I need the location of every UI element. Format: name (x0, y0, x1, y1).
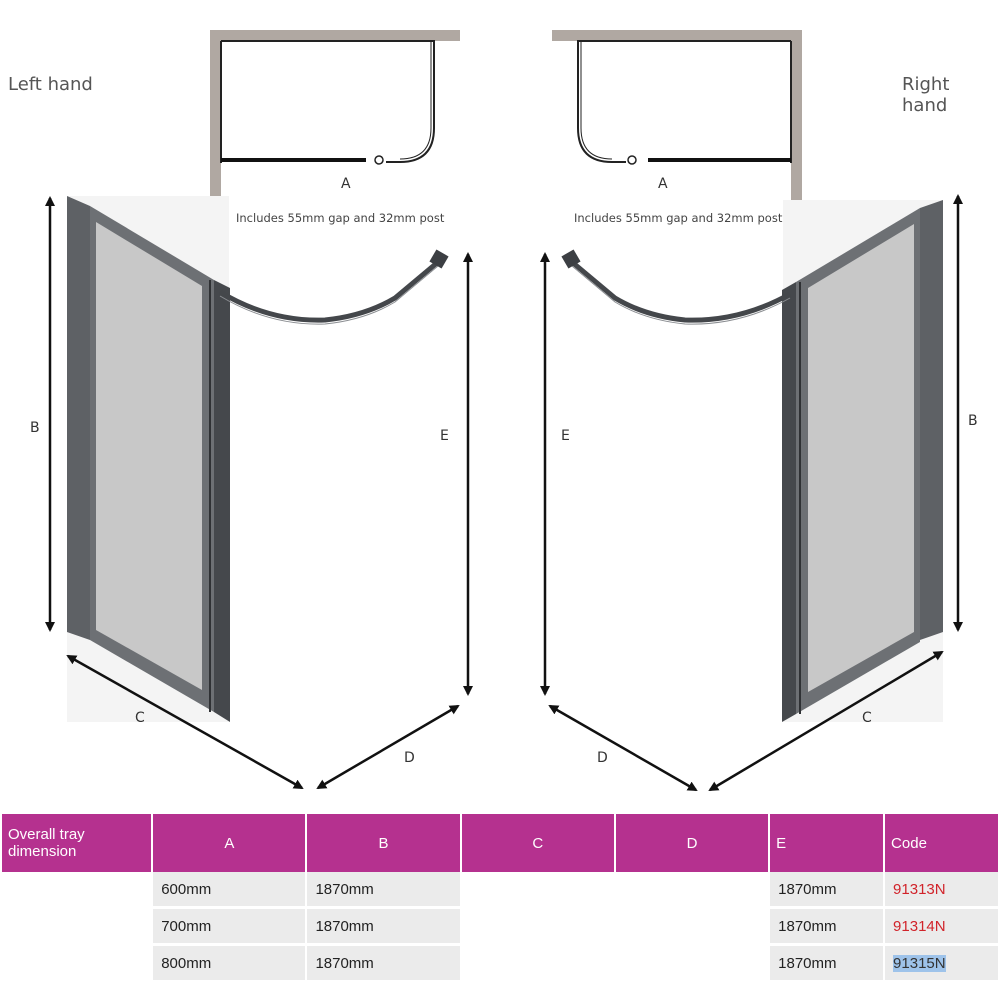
right-plan-view (552, 30, 802, 206)
table-row: 600mm 1870mm 1870mm 91313N (2, 872, 998, 909)
cell-d (615, 909, 769, 946)
code-highlighted: 91315N (893, 954, 946, 972)
dimensions-table: Overall tray dimension A B C D E Code 60… (0, 814, 1000, 983)
header-c: C (461, 814, 614, 872)
left-hand-label: Left hand (8, 74, 93, 95)
plan-dim-a-left: A (341, 176, 351, 192)
cell-a: 600mm (153, 872, 306, 909)
cell-a: 700mm (153, 909, 306, 946)
dim-d-right: D (597, 750, 608, 766)
dim-d-left: D (404, 750, 415, 766)
cell-c (461, 872, 614, 909)
cell-e: 1870mm (770, 872, 884, 909)
table-row: 700mm 1870mm 1870mm 91314N (2, 909, 998, 946)
plan-note-right: Includes 55mm gap and 32mm post (574, 211, 783, 225)
dim-b-left: B (30, 420, 40, 436)
table-header-row: Overall tray dimension A B C D E Code (2, 814, 998, 872)
header-a: A (153, 814, 306, 872)
dim-c-left: C (135, 710, 145, 726)
header-d: D (615, 814, 769, 872)
cell-e: 1870mm (770, 946, 884, 983)
cell-b: 1870mm (307, 872, 460, 909)
cell-d (615, 946, 769, 983)
cell-a: 800mm (153, 946, 306, 983)
left-plan-view (210, 30, 460, 206)
cell-c (461, 909, 614, 946)
cell-tray (2, 872, 152, 909)
left-enclosure (67, 196, 449, 722)
table-row: 800mm 1870mm 1870mm 91315N (2, 946, 998, 983)
plan-dim-a-right: A (658, 176, 668, 192)
right-enclosure (561, 200, 943, 722)
dimension-arrows (45, 194, 963, 792)
cell-tray (2, 946, 152, 983)
right-hand-label: Right hand (902, 74, 950, 116)
header-tray-dimension: Overall tray dimension (2, 814, 152, 872)
cell-b: 1870mm (307, 946, 460, 983)
header-b: B (307, 814, 460, 872)
cell-code: 91313N (885, 872, 998, 909)
header-code: Code (885, 814, 998, 872)
header-e: E (770, 814, 884, 872)
dim-c-right: C (862, 710, 872, 726)
plan-note-left: Includes 55mm gap and 32mm post (236, 211, 445, 225)
cell-code: 91314N (885, 909, 998, 946)
shower-diagram (45, 30, 963, 792)
dim-e-left: E (440, 428, 449, 444)
cell-d (615, 872, 769, 909)
cell-code: 91315N (885, 946, 998, 983)
dim-e-right: E (561, 428, 570, 444)
cell-c (461, 946, 614, 983)
cell-tray (2, 909, 152, 946)
cell-b: 1870mm (307, 909, 460, 946)
cell-e: 1870mm (770, 909, 884, 946)
dim-b-right: B (968, 413, 978, 429)
